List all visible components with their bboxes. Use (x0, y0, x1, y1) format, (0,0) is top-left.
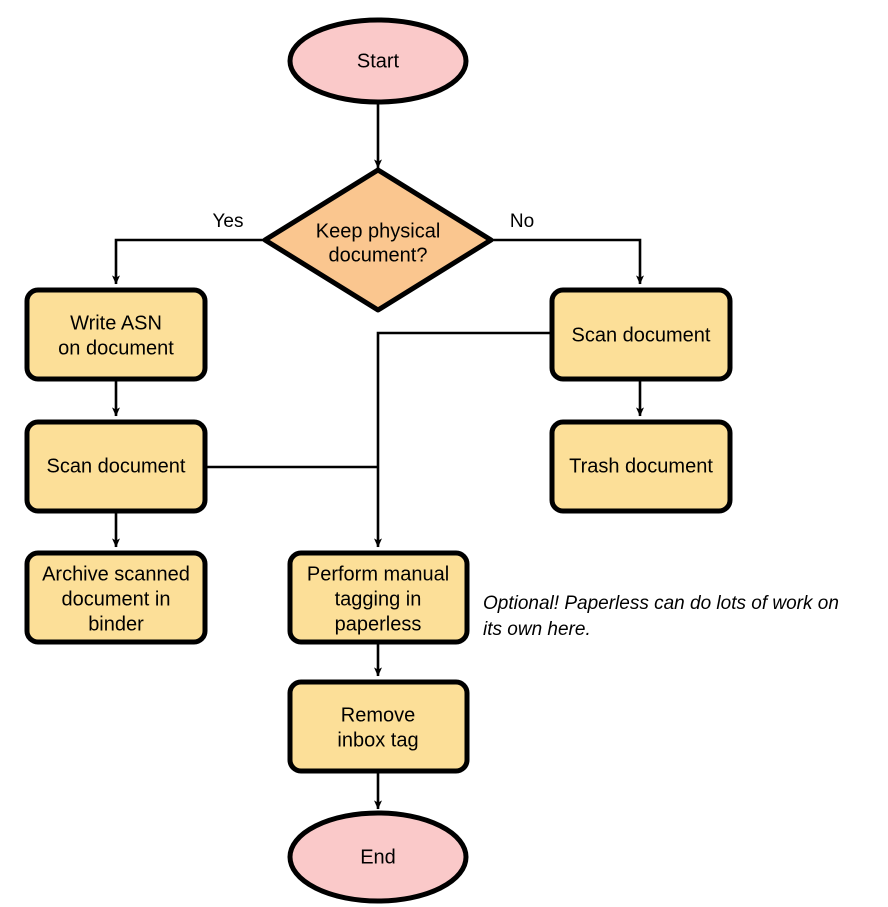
node-end[interactable]: End (287, 810, 469, 904)
edge-decision-no-to-scan-right (491, 238, 644, 285)
optional-note-line2: its own here. (483, 619, 591, 640)
node-decision-keep-physical-document[interactable]: Keep physical document? (262, 167, 494, 313)
tagging-box[interactable] (287, 550, 470, 645)
edge-label-yes: Yes (213, 211, 244, 232)
tagging-label-line3: paperless (335, 613, 422, 635)
optional-note-line1: Optional! Paperless can do lots of work … (483, 593, 839, 614)
end-ellipse[interactable] (287, 810, 469, 904)
write-asn-label-line2: on document (58, 337, 174, 359)
scan-document-left-box[interactable] (24, 419, 208, 514)
node-trash-document[interactable]: Trash document (549, 419, 733, 514)
node-archive-scanned-document[interactable]: Archive scanned document in binder (24, 550, 208, 645)
annotation-optional-note: Optional! Paperless can do lots of work … (483, 593, 839, 640)
edge-decision-yes-to-write-asn (112, 238, 265, 285)
trash-document-label: Trash document (569, 455, 713, 477)
archive-box[interactable] (24, 550, 208, 645)
end-label: End (360, 846, 396, 868)
scan-document-left-label: Scan document (47, 455, 186, 477)
edge-labels-layer: Yes No (213, 211, 535, 232)
archive-label-line3: binder (88, 613, 144, 635)
archive-label-line2: document in (62, 588, 171, 610)
edges-layer (112, 100, 644, 810)
decision-diamond[interactable] (262, 167, 494, 313)
write-asn-label-line1: Write ASN (70, 312, 162, 334)
start-label: Start (357, 50, 400, 72)
node-scan-document-left[interactable]: Scan document (24, 419, 208, 514)
scan-document-right-label: Scan document (572, 324, 711, 346)
scan-document-right-box[interactable] (549, 287, 733, 382)
node-write-asn[interactable]: Write ASN on document (24, 287, 208, 382)
edge-scan-right-to-tagging (374, 331, 552, 548)
remove-inbox-label-line1: Remove (341, 704, 415, 726)
edge-label-no: No (510, 211, 534, 232)
tagging-label-line1: Perform manual (307, 563, 449, 585)
decision-label-line1: Keep physical (316, 220, 441, 242)
node-start[interactable]: Start (287, 17, 469, 105)
write-asn-box[interactable] (24, 287, 208, 382)
start-ellipse[interactable] (287, 17, 469, 105)
node-perform-manual-tagging[interactable]: Perform manual tagging in paperless (287, 550, 470, 645)
trash-document-box[interactable] (549, 419, 733, 514)
remove-inbox-tag-box[interactable] (287, 679, 470, 774)
decision-label-line2: document? (329, 244, 428, 266)
node-remove-inbox-tag[interactable]: Remove inbox tag (287, 679, 470, 774)
archive-label-line1: Archive scanned (42, 563, 190, 585)
node-scan-document-right[interactable]: Scan document (549, 287, 733, 382)
remove-inbox-label-line2: inbox tag (337, 729, 418, 751)
tagging-label-line2: tagging in (335, 588, 422, 610)
